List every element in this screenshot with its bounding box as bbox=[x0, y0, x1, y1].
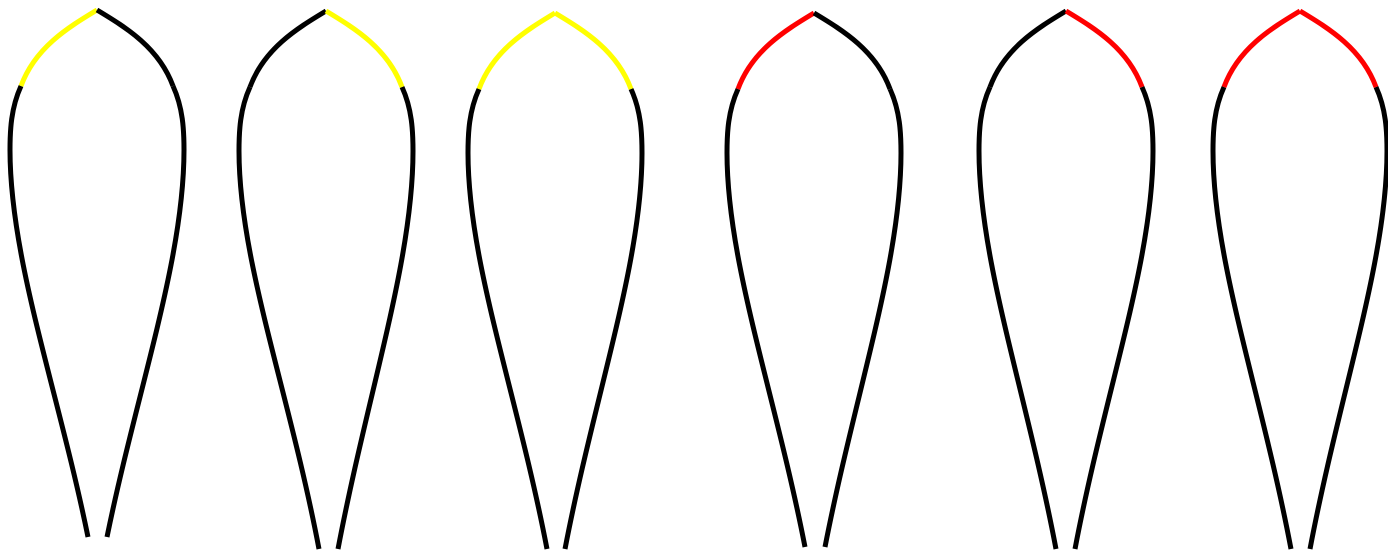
diagram-background bbox=[0, 0, 1388, 551]
teardrop-diagram bbox=[0, 0, 1388, 551]
